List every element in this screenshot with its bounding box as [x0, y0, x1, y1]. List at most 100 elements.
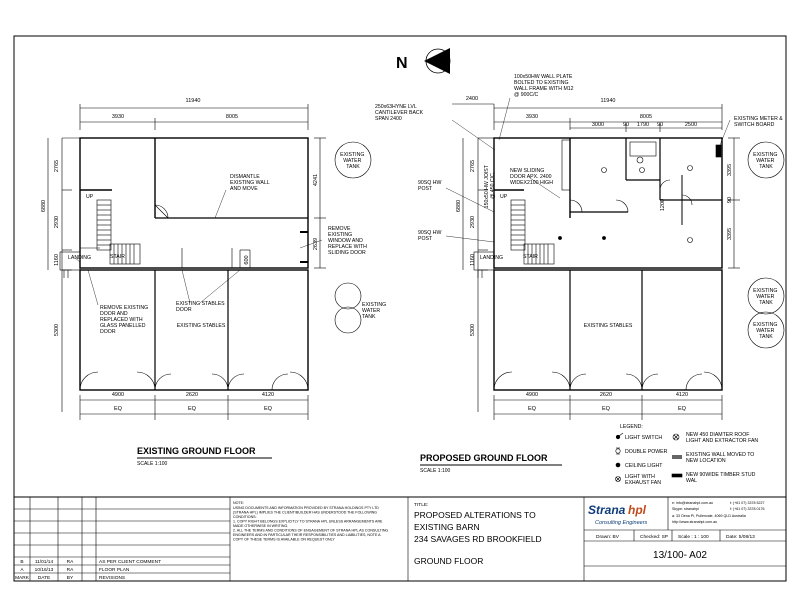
pr-dim-r1: 3395 — [727, 164, 733, 176]
rev-date-a: 10/16/13 — [35, 567, 54, 573]
pr-dim-v4: 5300 — [470, 324, 476, 336]
ex-dim-right: 8005 — [226, 114, 238, 120]
proposed-water-tanks — [747, 141, 785, 349]
pr-joist-note: 150x50 HW JOIST @ 450 C/C — [484, 164, 496, 209]
rev-text-b: AS PER CLIENT COMMENT — [99, 559, 161, 565]
ex-dim-v1: 2765 — [54, 160, 60, 172]
water-tank-icon — [747, 311, 785, 349]
double-power-icon — [615, 447, 621, 455]
contact-email: e: info@stranahpl.com.au — [672, 501, 713, 505]
notes-text: USING DOCUMENTS AND INFORMATION PROVIDED… — [233, 506, 389, 542]
logo-text-hpl: hpl — [628, 503, 647, 517]
water-tank-icon — [747, 141, 785, 179]
pr-dim-top-left: 2400 — [466, 96, 478, 102]
rev-header-by: BY — [67, 575, 74, 581]
legend: LEGEND: — [615, 424, 758, 486]
pr-dim-c2: 90 — [623, 122, 629, 128]
contact-address: a: 33 Oena Pl, Pullenvale, 4069 QLD Aust… — [672, 514, 746, 518]
rev-header-date: DATE — [38, 575, 50, 581]
pr-dim-eq2: EQ — [602, 406, 611, 412]
proposed-scale: SCALE 1:100 — [420, 468, 451, 474]
pr-dim-eq3: EQ — [678, 406, 687, 412]
pr-sliding-door-note: NEW SLIDING DOOR APX. 2400 WIDEX2100 HIG… — [510, 168, 553, 186]
pr-stair-label: STAIR — [523, 254, 538, 260]
contact-fax: f: (+61 07) 3378 0176 — [730, 507, 764, 511]
pr-water-tank-2-label: EXISTING WATER TANK — [753, 288, 779, 306]
ex-remove-window-note: REMOVE EXISTING WINDOW AND REPLACE WITH … — [328, 226, 368, 256]
drawing-date: Date: 5/08/13 — [726, 534, 755, 540]
ex-dim-left: 3930 — [112, 114, 124, 120]
existing-title: EXISTING GROUND FLOOR — [137, 446, 256, 456]
rev-date-b: 11/01/14 — [35, 559, 54, 565]
north-arrow-icon — [424, 48, 450, 74]
pr-wall-plate-note: 100x50HW WALL PLATE BOLTED TO EXISTING W… — [514, 74, 575, 98]
notes-heading: NOTE: — [233, 501, 244, 505]
pr-dim-c1: 3000 — [592, 122, 604, 128]
ex-dim-v3: 1160 — [54, 254, 60, 266]
drawing-scale: Scale : 1 : 100 — [678, 534, 709, 540]
pr-lvl-note: 250x63HYNE LVL CANTILEVER BACK SPAN 2400 — [375, 104, 425, 122]
project-title: PROPOSED ALTERATIONS TO EXISTING BARN 23… — [414, 510, 542, 544]
pr-dim-c5: 2500 — [685, 122, 697, 128]
ex-dim-r2: 2639 — [313, 238, 319, 250]
existing-floor-plan — [47, 104, 326, 420]
checked-by: Checked: SP — [640, 534, 668, 540]
ex-dim-b1: 4900 — [112, 392, 124, 398]
proposed-floor-plan — [445, 97, 740, 420]
proposed-title: PROPOSED GROUND FLOOR — [420, 453, 548, 463]
ex-stables-door-note: EXISTING STABLES DOOR — [176, 301, 226, 313]
ex-dim-r1: 4241 — [313, 174, 319, 186]
legend-item-5: EXISTING WALL MOVED TO NEW LOCATION — [686, 452, 756, 464]
company-logo: Strana hpl Consulting Engineers — [588, 503, 648, 526]
pr-water-tank-1-label: EXISTING WATER TANK — [753, 152, 779, 170]
legend-item-1: DOUBLE POWER — [625, 449, 668, 455]
ex-dim-v4: 5300 — [54, 324, 60, 336]
pr-up-label: UP — [500, 194, 508, 200]
rev-mark-a: A — [20, 567, 24, 573]
rev-by-a: RA — [67, 567, 74, 573]
water-tank-icon — [334, 282, 362, 310]
pr-stables-label: EXISTING STABLES — [584, 323, 633, 329]
ex-landing-label: LANDING — [68, 255, 91, 261]
pr-meter-note: EXISTING METER & SWITCH BOARD — [734, 116, 784, 128]
ex-dim-eq1: EQ — [114, 406, 123, 412]
existing-scale: SCALE 1:100 — [137, 461, 168, 467]
legend-item-3: LIGHT WITH EXHAUST FAN — [625, 474, 661, 486]
legend-item-2: CEILING LIGHT — [625, 463, 663, 469]
legend-item-6: NEW 90WIDE TIMBER STUD WAL — [686, 472, 757, 484]
exhaust-fan-icon — [615, 476, 621, 482]
logo-subtitle: Consulting Engineers — [595, 520, 648, 526]
ex-dim-vtotal: 6880 — [41, 200, 47, 212]
light-switch-icon — [618, 432, 624, 437]
title-block — [14, 496, 786, 581]
legend-item-4: NEW 450 DIAMTER ROOF LIGHT AND EXTRACTOR… — [686, 432, 758, 444]
ex-dim-v2: 2930 — [54, 216, 60, 228]
light-switch-icon — [615, 434, 621, 440]
pr-dim-right: 8005 — [640, 114, 652, 120]
pr-dim-inner: 1200 — [660, 199, 666, 211]
water-tank-icon — [334, 306, 362, 334]
logo-text-strana: Strana — [588, 503, 626, 517]
contact-web: http://www.stranahpl.com.au — [672, 520, 717, 524]
pr-dim-c3: 1790 — [637, 122, 649, 128]
pr-landing-label: LANDING — [480, 255, 503, 261]
north-arrow: N — [396, 48, 451, 74]
ex-up-label: UP — [86, 194, 94, 200]
pr-dim-v2: 2930 — [470, 216, 476, 228]
ceiling-light-icon — [615, 462, 621, 468]
ex-dismantle-note: DISMANTLE EXISTING WALL AND MOVE — [230, 174, 271, 192]
ex-water-tank-2-label: EXISTING WATER TANK — [362, 302, 388, 320]
ex-dim-overall: 11940 — [186, 98, 201, 104]
pr-dim-c4: 90 — [657, 122, 663, 128]
pr-dim-v3: 1160 — [470, 254, 476, 266]
pr-post-1-note: 90SQ HW POST — [418, 180, 443, 192]
drawing-number: 13/100- A02 — [653, 550, 707, 561]
roof-light-icon — [672, 433, 680, 441]
pr-dim-overall: 11940 — [601, 98, 616, 104]
ex-stair-label: STAIR — [110, 254, 125, 260]
contact-tel: t: (+61 07) 3378 5227 — [730, 501, 764, 505]
pr-dim-eq1: EQ — [528, 406, 537, 412]
water-tank-icon — [334, 141, 372, 179]
pr-water-tank-3-label: EXISTING WATER TANK — [753, 322, 779, 340]
